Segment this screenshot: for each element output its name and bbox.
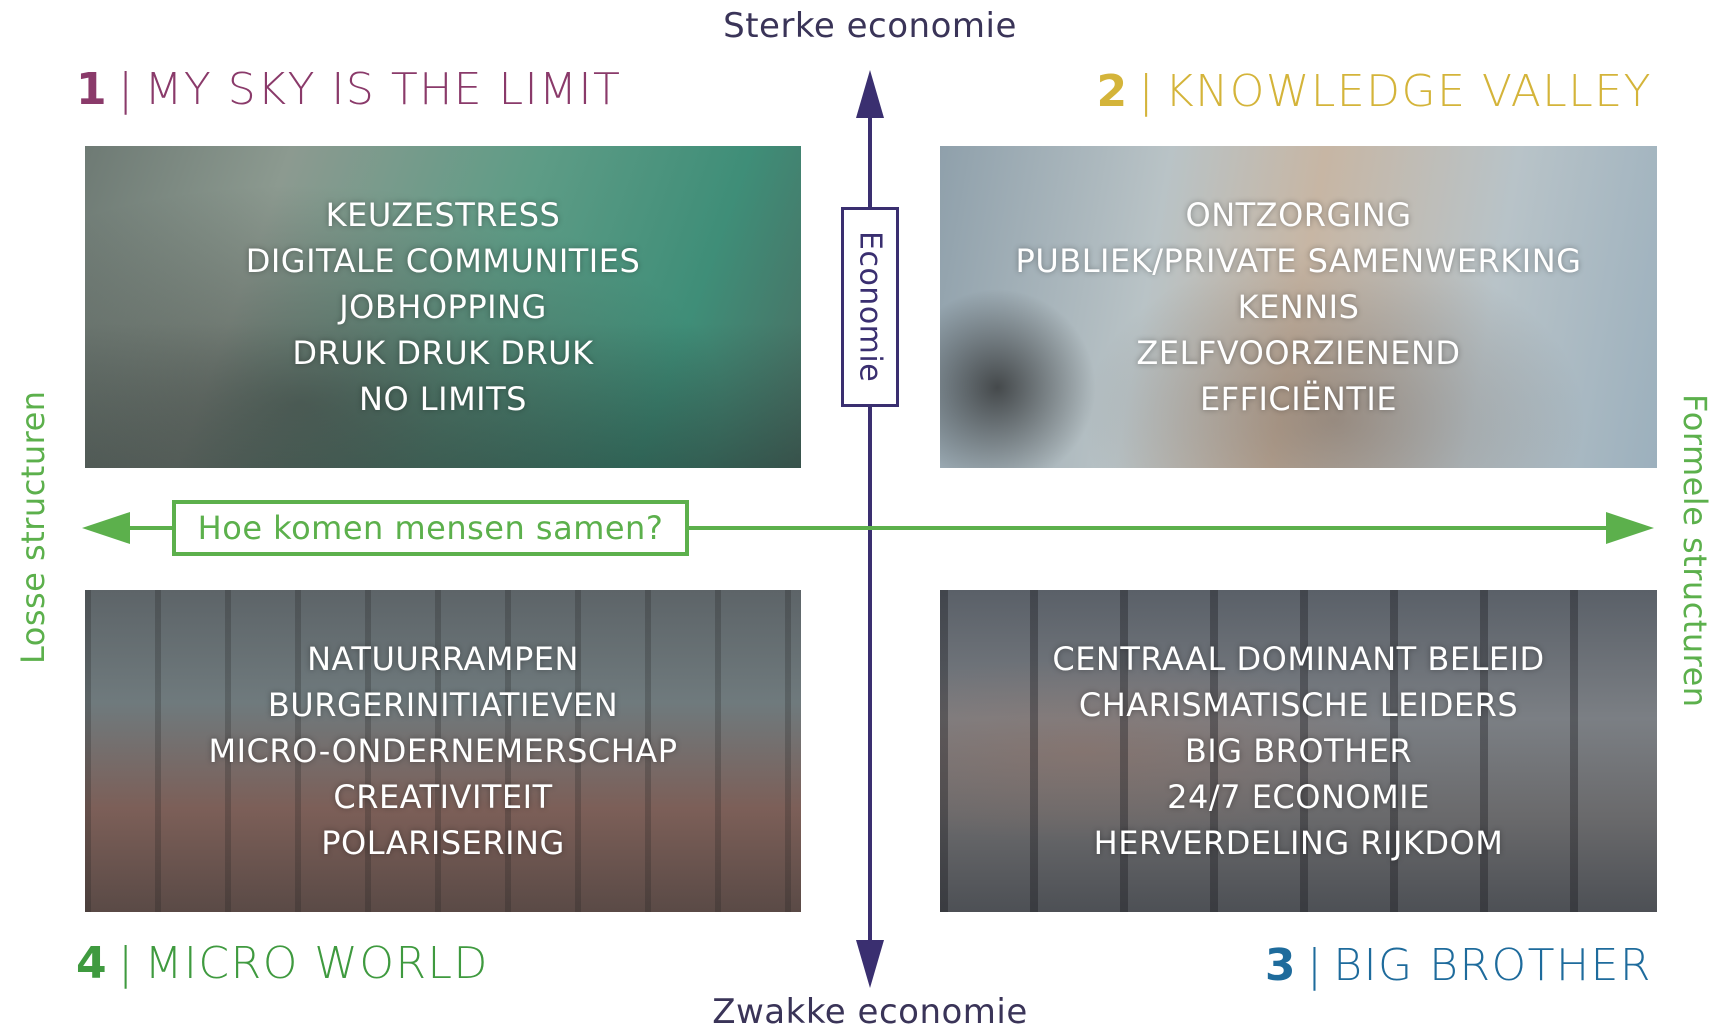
quadrant-3-list: CENTRAAL DOMINANT BELEID CHARISMATISCHE … — [1052, 636, 1544, 866]
quadrant-2-item: EFFICIËNTIE — [1199, 380, 1398, 418]
quadrant-2-list: ONTZORGING PUBLIEK/PRIVATE SAMENWERKING … — [1016, 192, 1582, 422]
axis-label-right: Formele structuren — [1676, 394, 1714, 708]
quadrant-4-item: MICRO-ONDERNEMERSCHAP — [208, 732, 678, 770]
quadrant-4-separator: | — [118, 938, 135, 989]
quadrant-2-separator: | — [1138, 66, 1155, 117]
quadrant-1-item: NO LIMITS — [359, 380, 527, 418]
quadrant-4-name: MICRO WORLD — [144, 938, 489, 989]
quadrant-4-number: 4 — [76, 938, 109, 989]
quadrant-2-photo-overlay — [940, 146, 1657, 468]
quadrant-4-item: NATUURRAMPEN — [307, 640, 579, 678]
quadrant-2-title: 2|KNOWLEDGE VALLEY — [1096, 66, 1652, 117]
quadrant-4-title: 4|MICRO WORLD — [76, 938, 489, 989]
economie-axis-label: Economie — [852, 231, 888, 383]
vertical-axis-arrow-up — [856, 70, 884, 118]
quadrant-4-item: CREATIVITEIT — [333, 778, 553, 816]
quadrant-1-list: KEUZESTRESS DIGITALE COMMUNITIES JOBHOPP… — [246, 192, 641, 422]
quadrant-3-item: HERVERDELING RIJKDOM — [1093, 824, 1504, 862]
quadrant-3-item: BIG BROTHER — [1184, 732, 1413, 770]
quadrant-1-item: KEUZESTRESS — [325, 196, 561, 234]
horizontal-axis-arrow-right — [1606, 512, 1654, 544]
quadrant-2-item: ONTZORGING — [1185, 196, 1412, 234]
quadrant-2-item: KENNIS — [1237, 288, 1360, 326]
quadrant-2-panel: ONTZORGING PUBLIEK/PRIVATE SAMENWERKING … — [940, 146, 1657, 468]
quadrant-1-item: DRUK DRUK DRUK — [292, 334, 594, 372]
quadrant-1-separator: | — [118, 64, 135, 115]
axis-label-left: Losse structuren — [14, 390, 52, 664]
quadrant-4-item: BURGERINITIATIEVEN — [267, 686, 619, 724]
quadrant-3-number: 3 — [1264, 940, 1297, 991]
axis-label-bottom: Zwakke economie — [712, 992, 1028, 1032]
quadrant-4-item: POLARISERING — [321, 824, 565, 862]
quadrant-3-panel: CENTRAAL DOMINANT BELEID CHARISMATISCHE … — [940, 590, 1657, 912]
quadrant-3-item: CENTRAAL DOMINANT BELEID — [1052, 640, 1545, 678]
quadrant-1-photo — [85, 146, 801, 468]
question-axis-label: Hoe komen mensen samen? — [197, 509, 664, 547]
quadrant-1-photo-overlay — [85, 146, 801, 468]
axis-label-top: Sterke economie — [723, 6, 1017, 46]
quadrant-3-photo — [940, 590, 1657, 912]
horizontal-axis-arrow-left — [82, 512, 130, 544]
quadrant-4-photo — [85, 590, 801, 912]
vertical-axis-arrow-down — [856, 940, 884, 988]
question-axis-box: Hoe komen mensen samen? — [172, 500, 689, 556]
quadrant-2-name: KNOWLEDGE VALLEY — [1164, 66, 1652, 117]
quadrant-4-photo-overlay — [85, 590, 801, 912]
quadrant-1-number: 1 — [76, 64, 109, 115]
quadrant-4-panel: NATUURRAMPEN BURGERINITIATIEVEN MICRO-ON… — [85, 590, 801, 912]
quadrant-1-panel: KEUZESTRESS DIGITALE COMMUNITIES JOBHOPP… — [85, 146, 801, 468]
quadrant-3-item: CHARISMATISCHE LEIDERS — [1078, 686, 1519, 724]
quadrant-2-item: ZELFVOORZIENEND — [1136, 334, 1461, 372]
quadrant-4-list: NATUURRAMPEN BURGERINITIATIEVEN MICRO-ON… — [209, 636, 678, 866]
quadrant-2-item: PUBLIEK/PRIVATE SAMENWERKING — [1015, 242, 1582, 280]
quadrant-1-name: MY SKY IS THE LIMIT — [144, 64, 622, 115]
quadrant-2-number: 2 — [1096, 66, 1129, 117]
quadrant-3-photo-overlay — [940, 590, 1657, 912]
quadrant-3-name: BIG BROTHER — [1333, 940, 1652, 991]
quadrant-3-title: 3|BIG BROTHER — [1265, 940, 1652, 991]
economie-axis-box: Economie — [841, 207, 899, 407]
quadrant-1-item: DIGITALE COMMUNITIES — [245, 242, 641, 280]
quadrant-3-separator: | — [1306, 940, 1324, 991]
quadrant-1-title: 1|MY SKY IS THE LIMIT — [76, 64, 621, 115]
quadrant-1-item: JOBHOPPING — [339, 288, 547, 326]
quadrant-3-item: 24/7 ECONOMIE — [1167, 778, 1430, 816]
